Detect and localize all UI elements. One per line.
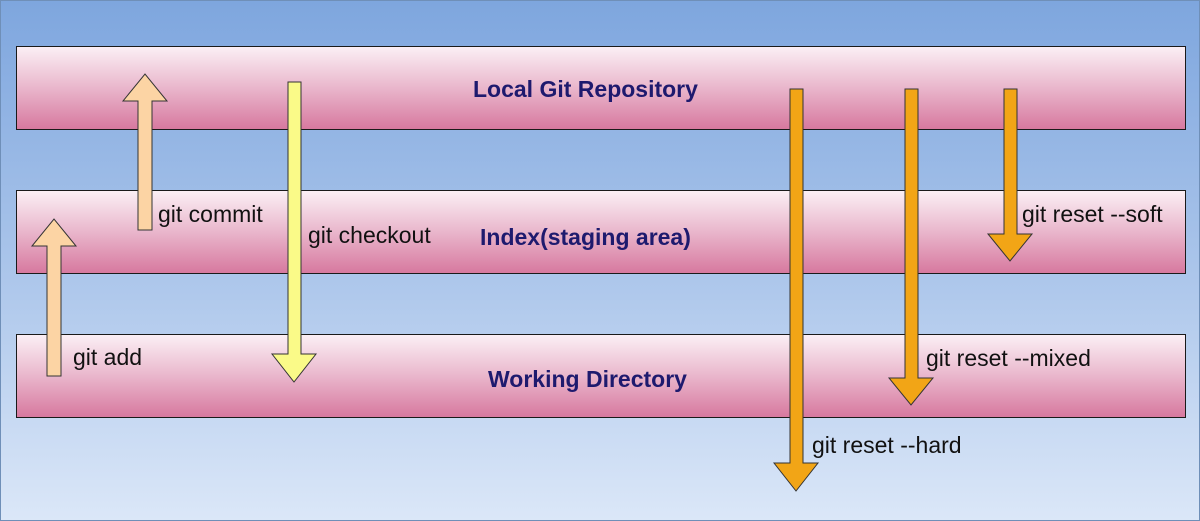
working-directory-label: Working Directory — [488, 366, 687, 392]
git-checkout-label: git checkout — [308, 222, 431, 248]
working-directory-layer — [16, 334, 1186, 418]
index-label: Index(staging area) — [480, 224, 691, 250]
git-checkout-arrow — [270, 81, 318, 383]
repository-label: Local Git Repository — [473, 76, 698, 102]
git-add-label: git add — [73, 344, 143, 370]
git-reset-hard-label: git reset --hard — [812, 432, 962, 458]
git-reset-soft-arrow — [986, 88, 1034, 262]
git-reset-mixed-label: git reset --mixed — [926, 345, 1091, 371]
index-layer — [16, 190, 1186, 274]
repository-layer — [16, 46, 1186, 130]
git-reset-mixed-arrow — [887, 88, 935, 406]
git-reset-hard-arrow — [772, 88, 820, 492]
git-commit-label: git commit — [158, 201, 263, 227]
git-commit-arrow — [121, 73, 169, 231]
git-reset-soft-label: git reset --soft — [1022, 201, 1163, 227]
git-add-arrow — [30, 218, 78, 377]
